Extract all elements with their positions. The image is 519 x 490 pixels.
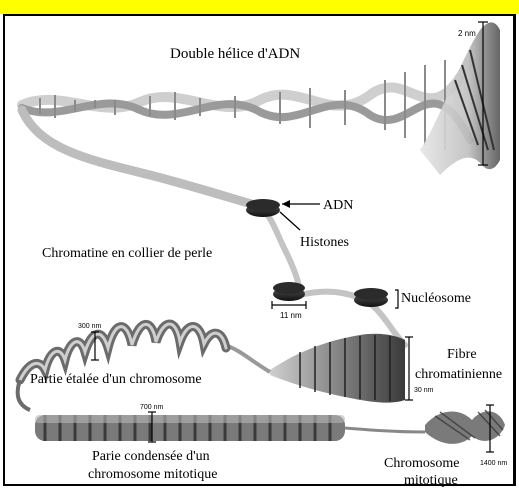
chromatin-fibre: 30 nm: [225, 334, 434, 403]
label-parie-condensee-1: Parie condensée d'un: [92, 449, 210, 464]
measure-700nm: 700 nm: [140, 404, 164, 411]
label-adn: ADN: [323, 198, 353, 213]
label-fibre-1: Fibre: [447, 347, 477, 362]
label-chromatine: Chromatine en collier de perle: [42, 246, 212, 261]
measure-11nm: 11 nm: [280, 311, 302, 320]
condensed-chromosome: 700 nm: [35, 404, 425, 442]
measure-300nm: 300 nm: [78, 323, 102, 330]
beads-on-string: 11 nm: [246, 199, 405, 345]
measure-2nm: 2 nm: [458, 29, 476, 38]
label-chromosome-1: Chromosome: [384, 456, 459, 471]
label-double-helix: Double hélice d'ADN: [170, 46, 300, 62]
extended-chromosome: 300 nm: [18, 323, 226, 410]
label-histones: Histones: [300, 235, 349, 250]
label-nucleosome: Nucléosome: [401, 291, 471, 306]
label-parie-condensee-2: chromosome mitotique: [88, 467, 217, 482]
label-fibre-2: chromatinienne: [415, 367, 502, 382]
label-chromosome-2: mitotique: [404, 473, 458, 488]
measure-30nm: 30 nm: [414, 387, 434, 394]
measure-1400nm: 1400 nm: [480, 460, 507, 467]
label-partie-etalee: Partie étalée d'un chromosome: [30, 372, 202, 387]
